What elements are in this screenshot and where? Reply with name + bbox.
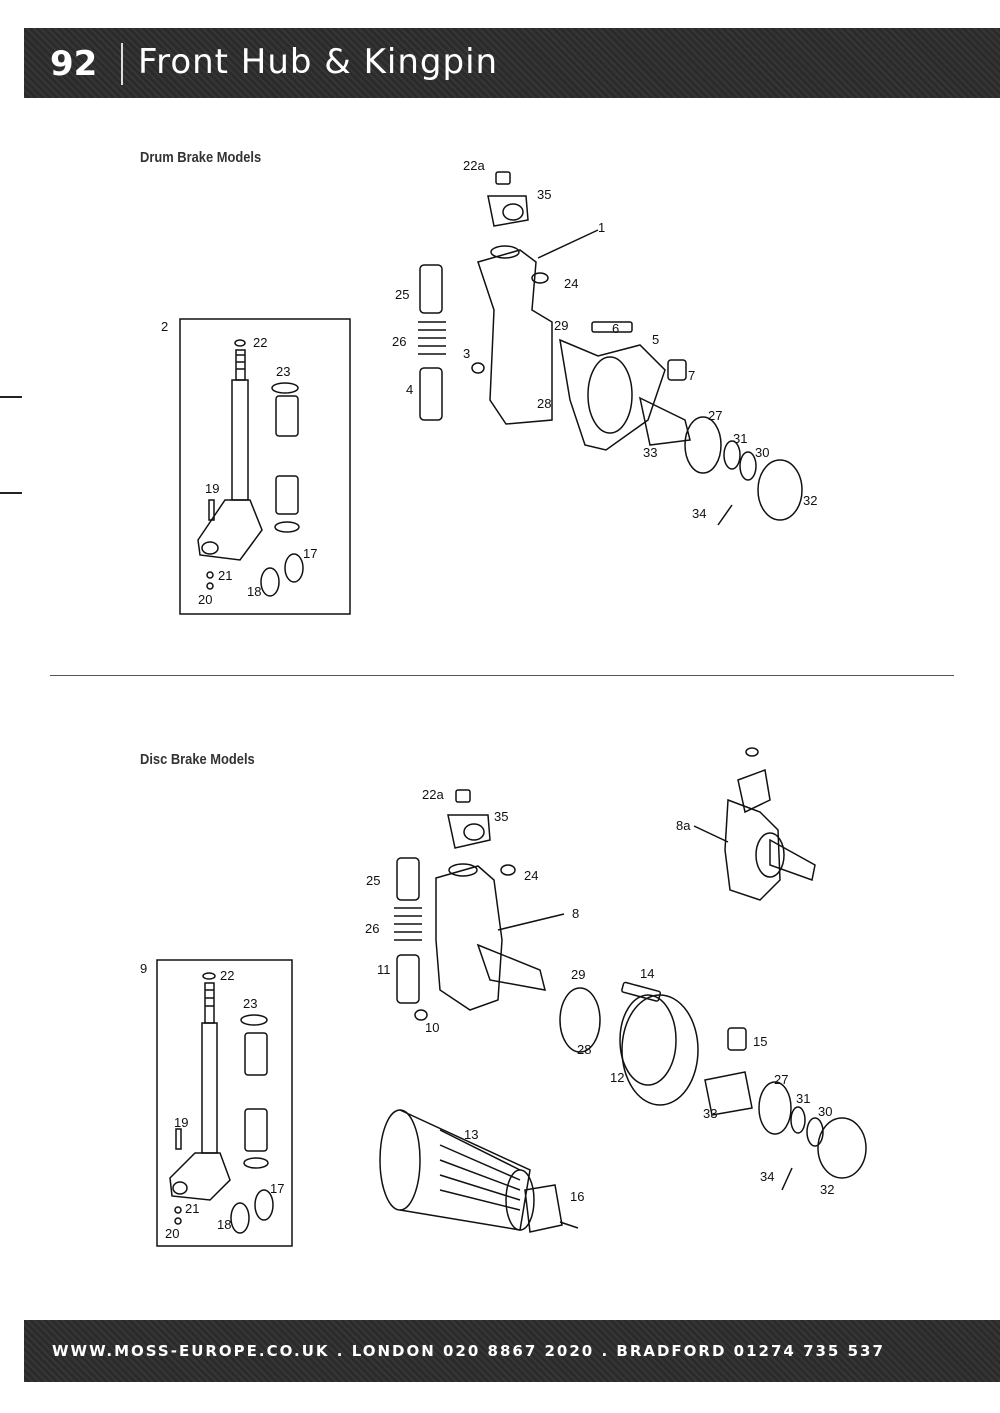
disc-callout: 32	[820, 1182, 834, 1197]
drum-callout: 17	[303, 546, 317, 561]
disc-brake-exploded-view	[156, 747, 867, 1247]
drum-callout: 5	[652, 332, 659, 347]
disc-callout: 33	[703, 1106, 717, 1121]
drum-callout: 3	[463, 346, 470, 361]
disc-callout: 25	[366, 873, 380, 888]
disc-callout: 9	[140, 961, 147, 976]
disc-callout: 14	[640, 966, 654, 981]
drum-callout: 1	[598, 220, 605, 235]
drum-callout: 26	[392, 334, 406, 349]
drum-callout: 29	[554, 318, 568, 333]
drum-callout: 21	[218, 568, 232, 583]
disc-callout: 31	[796, 1091, 810, 1106]
disc-callout: 18	[217, 1217, 231, 1232]
drum-callouts: 22a 35 1 24 25 26 29 6 5 3 7 4 28 27 31 …	[161, 158, 817, 607]
header-divider	[121, 43, 123, 85]
disc-callout: 16	[570, 1189, 584, 1204]
drum-section-title: Drum Brake Models	[140, 149, 262, 166]
drum-callout: 19	[205, 481, 219, 496]
disc-callout: 20	[165, 1226, 179, 1241]
disc-callout: 13	[464, 1127, 478, 1142]
disc-callout: 10	[425, 1020, 439, 1035]
margin-mark	[0, 492, 22, 494]
page-number: 92	[50, 44, 98, 84]
disc-callouts: 22a 35 8a 24 25 8 26 9 22 23 11 29 14 10…	[140, 787, 834, 1241]
drum-callout: 24	[564, 276, 578, 291]
section-divider	[50, 675, 954, 676]
drum-callout: 2	[161, 319, 168, 334]
disc-callout: 22	[220, 968, 234, 983]
drum-stub-axle	[418, 171, 803, 526]
disc-callout: 27	[774, 1072, 788, 1087]
disc-kingpin	[169, 972, 231, 1201]
disc-callout: 19	[174, 1115, 188, 1130]
drum-callout: 20	[198, 592, 212, 607]
drum-callout: 35	[537, 187, 551, 202]
drum-kingpin	[197, 339, 263, 561]
disc-callout: 29	[571, 967, 585, 982]
disc-callout: 8	[572, 906, 579, 921]
drum-callout: 28	[537, 396, 551, 411]
drum-callout: 27	[708, 408, 722, 423]
drum-kingpin-inset-box	[179, 318, 351, 615]
drum-callout: 22a	[463, 158, 485, 173]
drum-callout: 7	[688, 368, 695, 383]
disc-callout: 35	[494, 809, 508, 824]
disc-callout: 22a	[422, 787, 444, 802]
footer-contact-text: WWW.MOSS-EUROPE.CO.UK . LONDON 020 8867 …	[52, 1342, 885, 1360]
page-title: Front Hub & Kingpin	[138, 42, 499, 82]
disc-stub-axle	[379, 747, 867, 1233]
disc-callout: 23	[243, 996, 257, 1011]
drum-callout: 6	[612, 321, 619, 336]
margin-mark	[0, 396, 22, 398]
drum-callout: 32	[803, 493, 817, 508]
drum-callout: 31	[733, 431, 747, 446]
disc-callout: 24	[524, 868, 538, 883]
drum-callout: 4	[406, 382, 413, 397]
disc-callout: 17	[270, 1181, 284, 1196]
disc-callout: 26	[365, 921, 379, 936]
drum-callout: 18	[247, 584, 261, 599]
drum-callout: 33	[643, 445, 657, 460]
disc-callout: 11	[377, 962, 391, 977]
drum-callout: 30	[755, 445, 769, 460]
disc-kingpin-inset-box	[156, 959, 293, 1247]
page-header: 92 Front Hub & Kingpin	[24, 28, 1000, 98]
drum-callout: 34	[692, 506, 706, 521]
drum-callout: 25	[395, 287, 409, 302]
disc-callout: 30	[818, 1104, 832, 1119]
disc-section-title: Disc Brake Models	[140, 751, 255, 768]
disc-callout: 12	[610, 1070, 624, 1085]
disc-callout: 21	[185, 1201, 199, 1216]
drum-callout: 22	[253, 335, 267, 350]
drum-callout: 23	[276, 364, 290, 379]
page-footer: WWW.MOSS-EUROPE.CO.UK . LONDON 020 8867 …	[24, 1320, 1000, 1382]
disc-callout: 8a	[676, 818, 691, 833]
disc-callout: 15	[753, 1034, 767, 1049]
drum-brake-exploded-view	[179, 171, 803, 615]
disc-callout: 34	[760, 1169, 774, 1184]
disc-callout: 28	[577, 1042, 591, 1057]
